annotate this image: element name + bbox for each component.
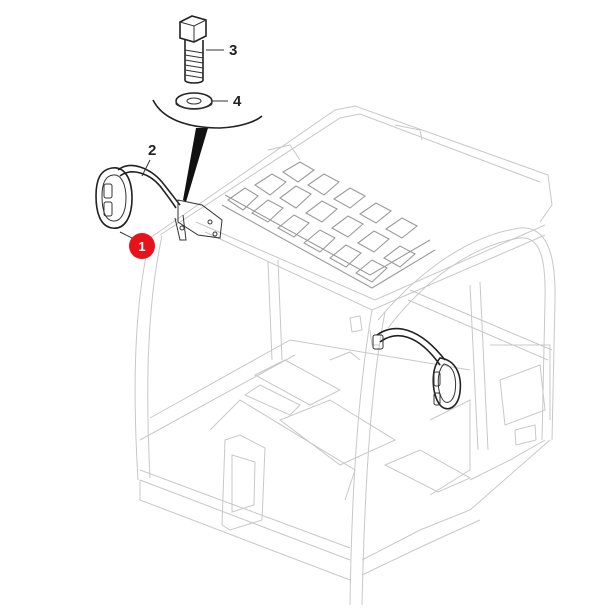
left-mirror-arm (117, 159, 223, 241)
bolt-detail (179, 15, 224, 84)
callout-1-badge[interactable]: 1 (129, 233, 155, 259)
callout-4[interactable]: 4 (233, 93, 242, 110)
roof-grid (221, 161, 436, 289)
svg-text:1: 1 (138, 239, 145, 254)
svg-text:3: 3 (229, 42, 237, 59)
svg-text:2: 2 (148, 142, 156, 159)
callout-2[interactable]: 2 (148, 142, 156, 159)
detail-pointer (183, 128, 208, 202)
cab-frame (134, 105, 556, 606)
callout-3[interactable]: 3 (229, 42, 237, 59)
detail-arc (152, 99, 263, 129)
washer-detail (175, 92, 228, 110)
svg-text:4: 4 (233, 93, 242, 110)
highlight-circle (129, 233, 155, 259)
left-mirror (95, 167, 137, 241)
right-mirror-assembly (372, 327, 462, 410)
